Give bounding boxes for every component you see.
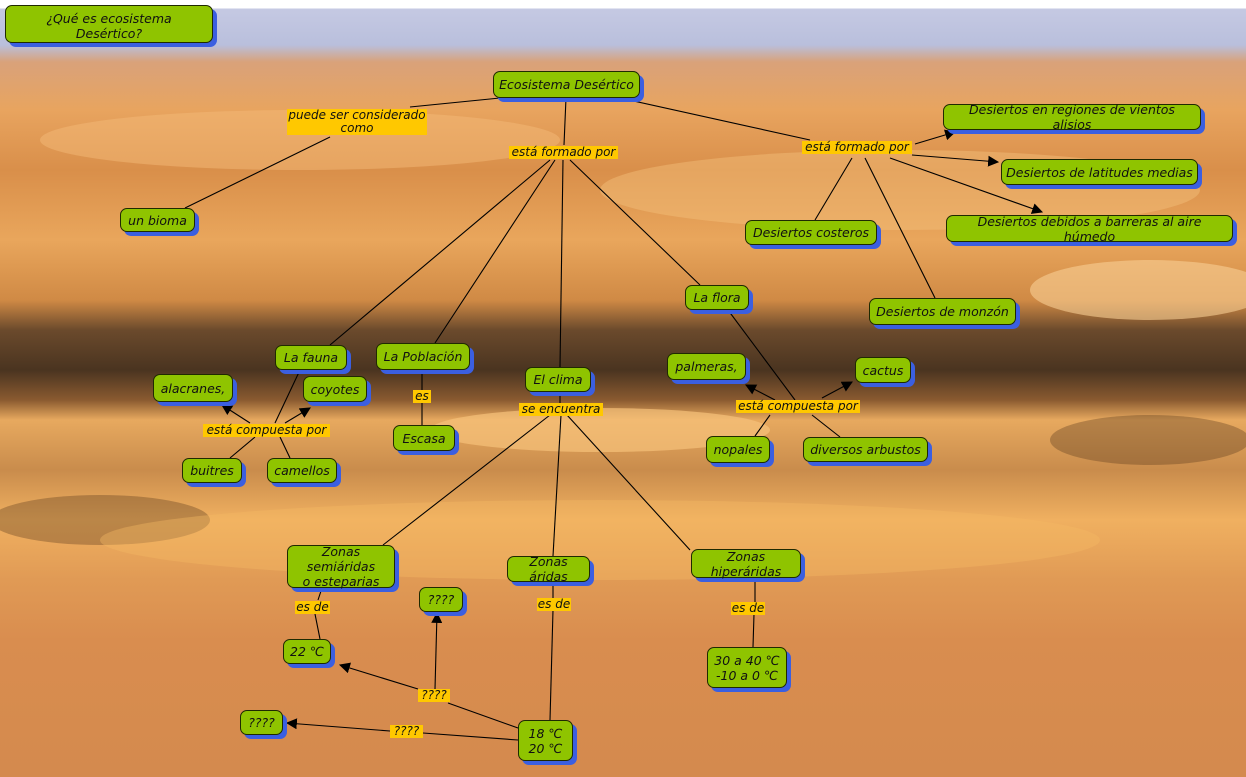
concept-arbustos[interactable]: diversos arbustos bbox=[803, 437, 928, 462]
concept-temp-22[interactable]: 22 ℃ bbox=[283, 639, 331, 664]
concept-clima[interactable]: El clima bbox=[525, 367, 591, 392]
concept-unknown-1[interactable]: ???? bbox=[419, 587, 463, 612]
concept-palmeras[interactable]: palmeras, bbox=[667, 353, 746, 380]
concept-temp-30-40[interactable]: 30 a 40 ℃ -10 a 0 ℃ bbox=[707, 647, 787, 688]
concept-bioma[interactable]: un bioma bbox=[120, 208, 195, 232]
concept-monzon[interactable]: Desiertos de monzón bbox=[869, 298, 1016, 325]
link-label-unknown-1[interactable]: ???? bbox=[418, 689, 450, 702]
concept-ecosistema[interactable]: Ecosistema Desértico bbox=[493, 71, 640, 98]
link-label-compuesta-flora[interactable]: está compuesta por bbox=[736, 400, 860, 413]
link-label-es-de-1[interactable]: es de bbox=[295, 600, 330, 614]
concept-escasa[interactable]: Escasa bbox=[393, 425, 455, 451]
concept-coyotes[interactable]: coyotes bbox=[303, 376, 367, 402]
link-label-considerado[interactable]: puede ser considerado como bbox=[287, 108, 427, 135]
concept-camellos[interactable]: camellos bbox=[267, 458, 337, 483]
concept-barreras[interactable]: Desiertos debidos a barreras al aire húm… bbox=[946, 214, 1233, 244]
concept-semiaridas[interactable]: Zonas semiáridas o esteparias bbox=[287, 544, 395, 589]
link-label-es[interactable]: es bbox=[413, 390, 431, 403]
concept-poblacion[interactable]: La Población bbox=[376, 343, 470, 370]
concept-buitres[interactable]: buitres bbox=[182, 458, 242, 483]
concept-flora[interactable]: La flora bbox=[685, 285, 749, 310]
concept-temp-18-20[interactable]: 18 ℃ 20 ℃ bbox=[518, 720, 573, 761]
concept-hiperaridas[interactable]: Zonas hiperáridas bbox=[691, 549, 801, 579]
link-label-formado-center[interactable]: está formado por bbox=[509, 146, 618, 159]
concept-cactus[interactable]: cactus bbox=[855, 357, 911, 383]
concept-regiones[interactable]: Desiertos en regiones de vientos alisios bbox=[943, 102, 1201, 132]
link-label-es-de-2[interactable]: es de bbox=[537, 597, 571, 611]
link-label-unknown-2[interactable]: ???? bbox=[390, 725, 423, 738]
concept-aridas[interactable]: Zonas áridas bbox=[507, 554, 590, 584]
concept-costeros[interactable]: Desiertos costeros bbox=[745, 220, 877, 245]
concept-fauna[interactable]: La fauna bbox=[275, 345, 347, 370]
link-label-compuesta-fauna[interactable]: está compuesta por bbox=[203, 424, 330, 437]
concept-unknown-2[interactable]: ???? bbox=[240, 710, 283, 735]
concept-nopales[interactable]: nopales bbox=[706, 436, 770, 463]
map-title[interactable]: ¿Qué es ecosistema Desértico? bbox=[5, 5, 213, 43]
link-label-se-encuentra[interactable]: se encuentra bbox=[519, 403, 603, 416]
concept-alacranes[interactable]: alacranes, bbox=[153, 374, 233, 402]
concept-latitudes[interactable]: Desiertos de latitudes medias bbox=[1001, 159, 1198, 185]
link-label-formado-right[interactable]: está formado por bbox=[802, 141, 912, 154]
link-label-es-de-3[interactable]: es de bbox=[731, 601, 765, 615]
